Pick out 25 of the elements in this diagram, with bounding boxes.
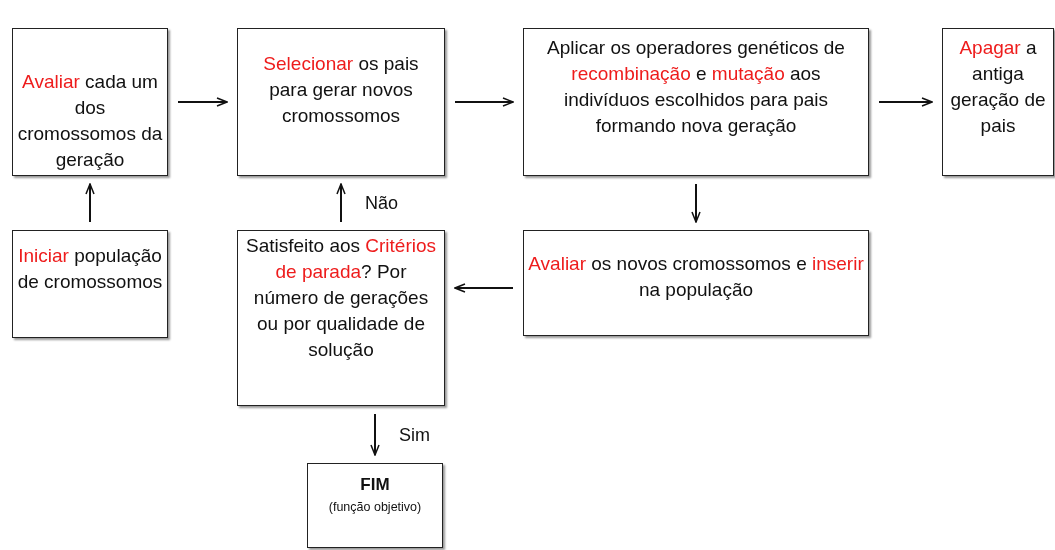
box-text: Aplicar os operadores genéticos de recombinação e mutação aos indivíduos escolhidos para pais formando nova geração xyxy=(546,36,846,138)
box-text: Iniciar população de cromossomos xyxy=(17,244,163,294)
process-box xyxy=(942,28,1054,176)
box-note: (função objetivo) xyxy=(328,499,422,516)
box-text: Avaliar os novos cromossomos e inserir na população xyxy=(528,252,864,302)
process-box xyxy=(12,28,168,176)
process-box xyxy=(523,28,869,176)
box-text: Selecionar os pais para gerar novos cromossomos xyxy=(262,52,420,128)
box-text: Apagar a antiga geração de pais xyxy=(949,36,1047,138)
box-text: FIM xyxy=(360,474,390,496)
process-box xyxy=(12,230,168,338)
process-box xyxy=(523,230,869,336)
arrow xyxy=(878,97,933,107)
arrow xyxy=(691,183,701,223)
process-box xyxy=(237,28,445,176)
arrow xyxy=(336,183,346,223)
process-box xyxy=(237,230,445,406)
arrow xyxy=(85,183,95,223)
arrow xyxy=(454,283,514,293)
box-text: Avaliar cada um dos cromossomos da geração xyxy=(17,70,163,172)
arrow xyxy=(177,97,228,107)
end-box xyxy=(307,463,443,548)
box-text: Satisfeito aos Critérios de parada? Por número de gerações ou por qualidade de solução xyxy=(244,234,438,362)
arrow xyxy=(370,413,380,456)
arrow xyxy=(454,97,514,107)
